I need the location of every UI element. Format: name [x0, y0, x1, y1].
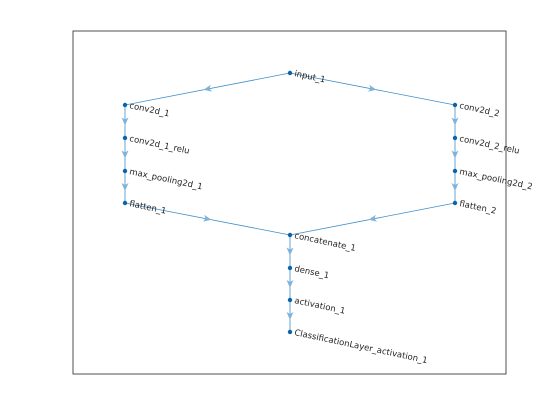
edge-arrow-activation_1-to-ClassificationLayer_activation_1: [286, 312, 294, 320]
node-marker[interactable]: [287, 297, 293, 303]
edge-arrow-conv2d_1_relu-to-max_pooling2d_1: [121, 150, 129, 159]
edge-arrow-input_1-to-conv2d_1: [203, 84, 213, 92]
edge-arrow-max_pooling2d_1-to-flatten_1: [121, 183, 129, 191]
edge-arrow-flatten_2-to-concatenate_1: [368, 214, 378, 222]
edge-arrow-concatenate_1-to-dense_1: [286, 247, 294, 256]
node-marker[interactable]: [452, 102, 458, 108]
node-marker[interactable]: [122, 102, 128, 108]
edge-arrow-flatten_1-to-concatenate_1: [202, 214, 212, 222]
edge-arrow-input_1-to-conv2d_2: [367, 84, 377, 92]
edge-arrow-conv2d_2_relu-to-max_pooling2d_2: [451, 150, 459, 159]
edge-arrow-conv2d_2-to-conv2d_2_relu: [451, 117, 459, 126]
node-marker[interactable]: [452, 135, 458, 141]
node-marker[interactable]: [287, 265, 293, 271]
node-marker[interactable]: [287, 232, 293, 238]
node-marker[interactable]: [122, 135, 128, 141]
node-marker[interactable]: [452, 200, 458, 206]
node-marker[interactable]: [287, 329, 293, 335]
edge-arrow-conv2d_1-to-conv2d_1_relu: [121, 117, 129, 126]
edge-arrow-dense_1-to-activation_1: [286, 280, 294, 288]
node-marker[interactable]: [287, 70, 293, 76]
node-marker[interactable]: [452, 168, 458, 174]
edge-arrow-max_pooling2d_2-to-flatten_2: [451, 183, 459, 191]
edges-layer: [121, 72, 459, 332]
node-marker[interactable]: [122, 168, 128, 174]
node-marker[interactable]: [122, 200, 128, 206]
